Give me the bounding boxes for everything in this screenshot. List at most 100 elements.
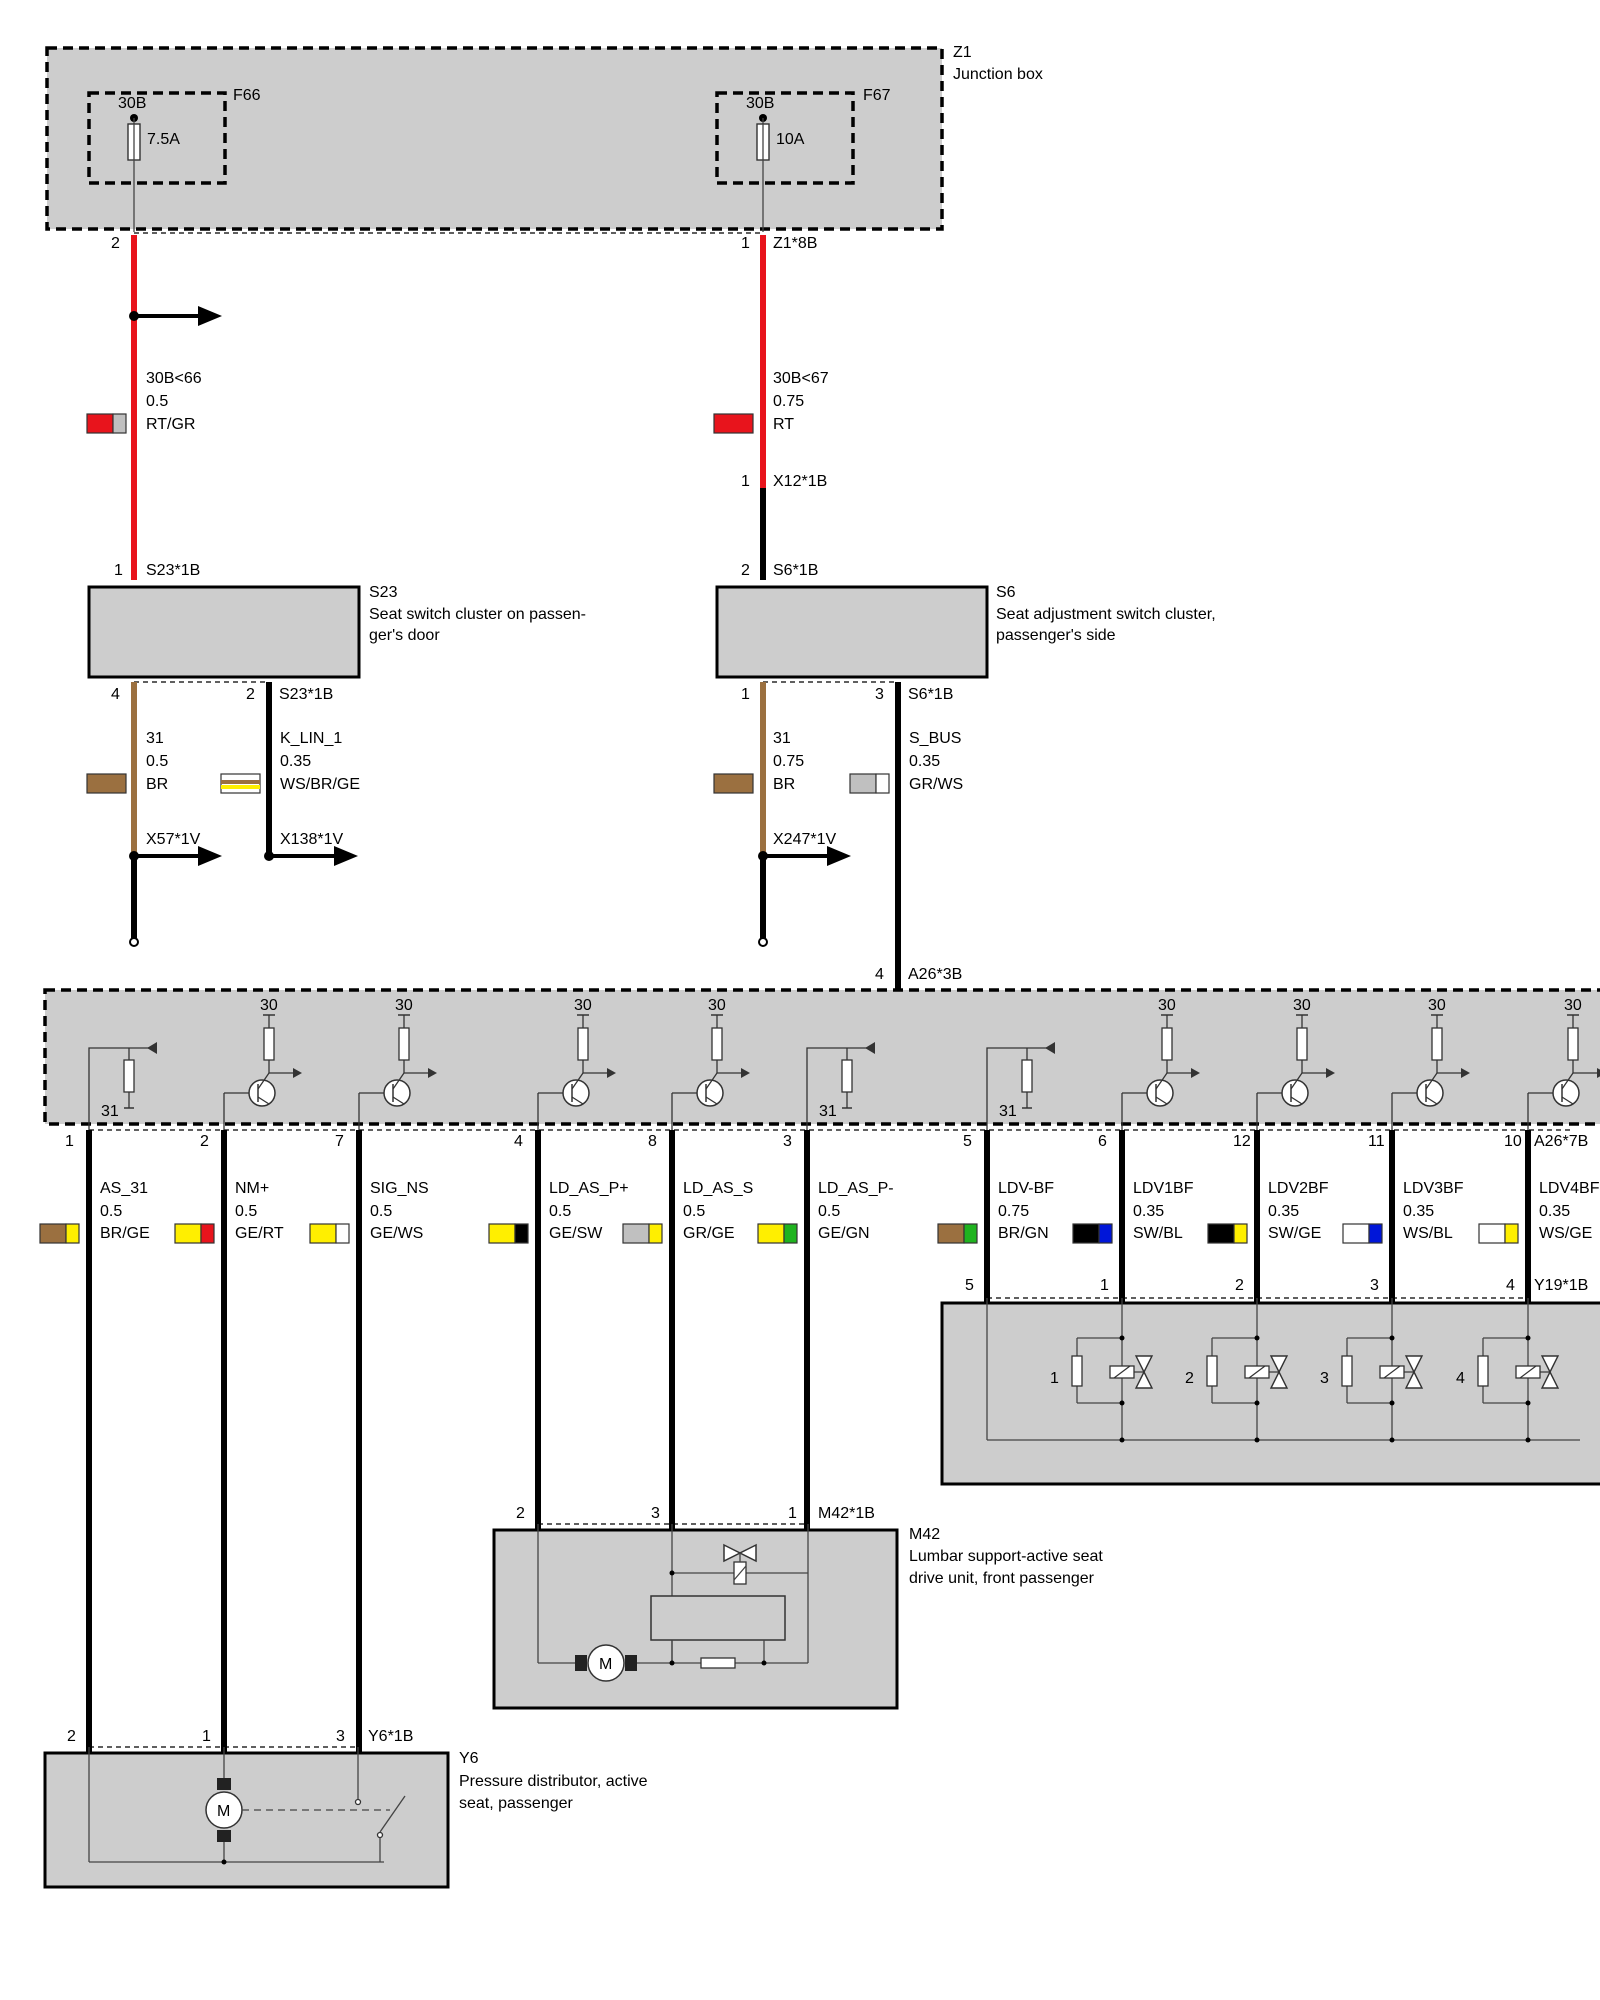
- lead: [1425, 1072, 1438, 1090]
- lead: [392, 1072, 405, 1090]
- wire-signal: 31: [773, 730, 791, 747]
- resistor-icon: [1021, 1059, 1033, 1093]
- a26-pin-label: 7: [335, 1133, 344, 1150]
- resistor-icon: [1567, 1027, 1579, 1061]
- x12-connector: X12*1B: [773, 473, 827, 490]
- wire-signal: LD_AS_P+: [549, 1180, 629, 1197]
- wire-size: 0.5: [146, 753, 168, 770]
- wire-color-code: WS/BL: [1403, 1225, 1453, 1242]
- wire-color-swatch: [174, 1223, 202, 1244]
- arrow-icon: [741, 1068, 750, 1078]
- y19-pin-label: 5: [965, 1277, 974, 1294]
- wire-color-code: GR/GE: [683, 1225, 735, 1242]
- wire-color-code: BR/GE: [100, 1225, 150, 1242]
- f66-terminal: 30B: [118, 95, 146, 112]
- valve-icon: [1540, 1370, 1560, 1389]
- wire-k-lin-1: K_LIN_1 0.35 WS/BR/GE X138*1V: [220, 682, 360, 866]
- lead: [1561, 1072, 1574, 1090]
- a26-pin-label: 2: [200, 1133, 209, 1150]
- m42-pin-1: 1: [788, 1505, 797, 1522]
- wire-color-swatch-stripe: [1504, 1223, 1519, 1244]
- motor-icon: M: [575, 1644, 637, 1682]
- resistor-icon: [1206, 1355, 1218, 1387]
- coil-diagonal: [1519, 1365, 1537, 1379]
- wire-color-swatch: [1478, 1223, 1506, 1244]
- wire-color-swatch: [309, 1223, 337, 1244]
- m42-name-line2: drive unit, front passenger: [909, 1570, 1095, 1587]
- wire-size: 0.75: [998, 1203, 1029, 1220]
- a26-pin-label: 6: [1098, 1133, 1107, 1150]
- lead: [571, 1096, 584, 1105]
- resistor-icon: [577, 1027, 589, 1061]
- terminal-30-label: 30: [708, 997, 726, 1014]
- valve-icon: [1404, 1355, 1424, 1374]
- wire-signal: 30B<67: [773, 370, 829, 387]
- m42-id: M42: [909, 1526, 940, 1543]
- valve-number: 4: [1456, 1370, 1465, 1387]
- valve-icon: [1269, 1355, 1289, 1374]
- transistor-driver: 30: [1527, 997, 1600, 1130]
- a26-pin-label: 12: [1233, 1133, 1251, 1150]
- valve-number: 1: [1050, 1370, 1059, 1387]
- resistor-icon: [398, 1027, 410, 1061]
- motor-icon: M: [205, 1778, 243, 1842]
- junction-dot: [1525, 1437, 1531, 1443]
- wire-color-code: BR/GN: [998, 1225, 1049, 1242]
- m42-name-line1: Lumbar support-active seat: [909, 1548, 1103, 1565]
- wire-color-swatch-stripe: [1368, 1223, 1383, 1244]
- wire-size: 0.5: [818, 1203, 840, 1220]
- a26-top-pin: 4: [875, 966, 884, 983]
- wire-size: 0.75: [773, 753, 804, 770]
- wire-signal: AS_31: [100, 1180, 148, 1197]
- s23-id: S23: [369, 584, 398, 601]
- wire-color-swatch: [713, 413, 754, 434]
- lead: [257, 1096, 270, 1105]
- resistor-icon: [1341, 1355, 1353, 1387]
- ground-switch: 31: [806, 1042, 875, 1130]
- s6-in-connector: S6*1B: [773, 562, 818, 579]
- solenoid-valve-1: 1: [1050, 1298, 1154, 1443]
- component-s23: 1 S23*1B S23 Seat switch cluster on pass…: [87, 562, 586, 703]
- a26-wire-ld_as_p+: 4LD_AS_P+0.5GE/SW: [488, 1130, 629, 1530]
- wire-size: 0.35: [1268, 1203, 1299, 1220]
- z1-name: Junction box: [953, 66, 1043, 83]
- wire-size: 0.5: [370, 1203, 392, 1220]
- a26-top-connector: A26*3B: [908, 966, 962, 983]
- wire-color-swatch: [713, 773, 754, 794]
- wire-color-swatch: [220, 773, 261, 794]
- wire-color-code: GE/WS: [370, 1225, 423, 1242]
- a26-wire-ld_as_s: 8LD_AS_S0.5GR/GE: [622, 1130, 753, 1530]
- lead: [705, 1072, 718, 1090]
- x138-connector: X138*1V: [280, 831, 343, 848]
- coil-diagonal: [1383, 1365, 1401, 1379]
- a26-pin-label: 11: [1368, 1133, 1385, 1150]
- wire-color-swatch: [1342, 1223, 1370, 1244]
- y6-id: Y6: [459, 1750, 479, 1767]
- resistor-icon: [1477, 1355, 1489, 1387]
- a26-pin-label: 10: [1504, 1133, 1522, 1150]
- resistor-icon: [1161, 1027, 1173, 1061]
- wire-signal: 30B<66: [146, 370, 202, 387]
- lead: [1155, 1072, 1168, 1090]
- valve-icon: [1134, 1355, 1154, 1374]
- terminal-30-label: 30: [260, 997, 278, 1014]
- f66-rating: 7.5A: [147, 131, 180, 148]
- y19-connector: Y19*1B: [1534, 1277, 1588, 1294]
- arrow-icon: [1597, 1068, 1600, 1078]
- junction-dot: [1119, 1335, 1125, 1341]
- a26-wire-as_31: 1AS_310.5BR/GE: [39, 1130, 150, 1753]
- resistor-icon: [700, 1657, 736, 1669]
- x12-pin: 1: [741, 473, 750, 490]
- y19-pin-label: 3: [1370, 1277, 1379, 1294]
- wire-color-swatch: [86, 773, 127, 794]
- terminal-30-label: 30: [1293, 997, 1311, 1014]
- terminal-30-label: 30: [1564, 997, 1582, 1014]
- m42-connector: M42*1B: [818, 1505, 875, 1522]
- valve-icon: [1540, 1355, 1560, 1374]
- wire-size: 0.35: [1133, 1203, 1164, 1220]
